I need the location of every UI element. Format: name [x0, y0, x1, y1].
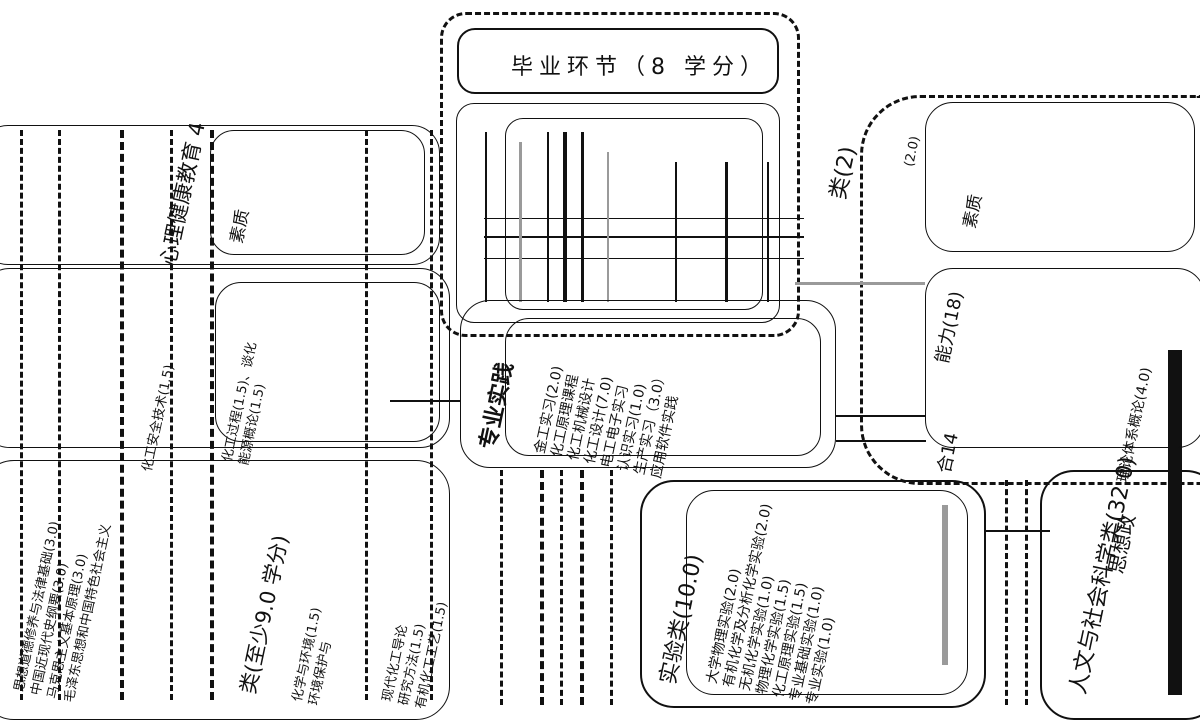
graduation-title: 毕业环节（8 学分） — [511, 55, 768, 80]
right-quality-box — [925, 102, 1195, 252]
graduation-inner-box-2 — [505, 118, 763, 310]
left-top-box — [0, 125, 440, 265]
experiment-inner-box — [686, 490, 968, 695]
practice-connector — [390, 400, 460, 402]
graduation-title-box: 毕业环节（8 学分） — [457, 28, 779, 94]
practice-inner-box — [505, 318, 821, 456]
experiment-outer-box — [640, 480, 986, 708]
social-connector — [985, 530, 1050, 532]
graduation-hline-bold — [484, 236, 804, 238]
graduation-block — [440, 12, 800, 337]
right-category: 类(2) — [825, 144, 862, 202]
right-dashed-block — [860, 95, 1200, 485]
graduation-inner-box — [456, 103, 780, 323]
practice-outer-box — [460, 300, 836, 468]
left-middle-inner-box — [215, 282, 440, 442]
graduation-hline-2 — [484, 258, 804, 259]
graduation-hline — [484, 218, 804, 219]
practice-connector-right — [836, 415, 926, 417]
experiment-gray-bar — [942, 505, 948, 665]
left-middle-box — [0, 268, 450, 448]
right-ability-box — [925, 268, 1200, 448]
right-gray-line — [795, 282, 925, 285]
